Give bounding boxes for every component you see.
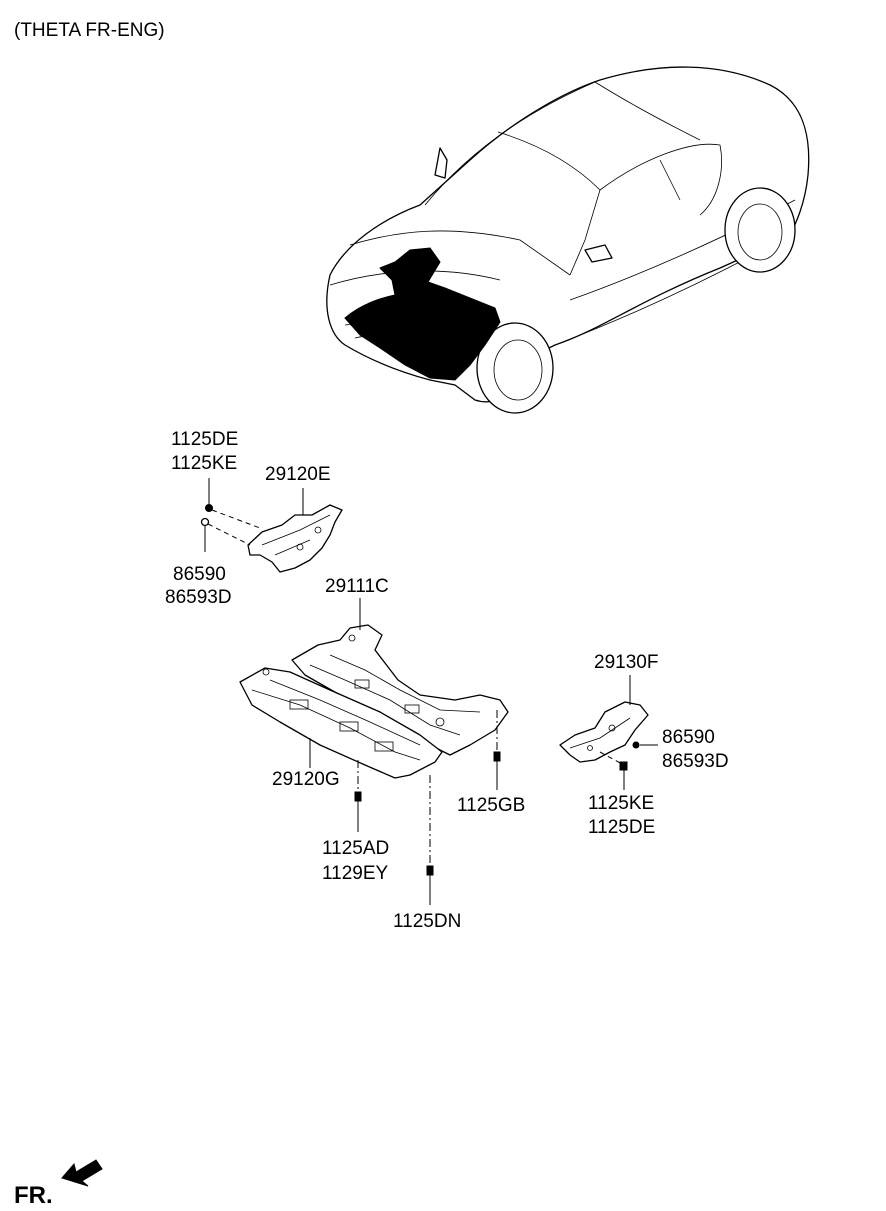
label-bolt-1125ad: 1125AD [322, 838, 389, 859]
front-direction-label: FR. [14, 1182, 53, 1209]
label-bolt-1129ey: 1129EY [322, 863, 389, 884]
clip-left-86590 [200, 517, 210, 552]
label-clip-left-86590: 86590 [173, 564, 226, 585]
label-bolt-1125dn: 1125DN [393, 911, 461, 932]
label-bolt-right-1125de: 1125DE [588, 817, 655, 838]
label-center-cover-29111c: 29111C [325, 576, 389, 597]
label-bolt-right-1125ke: 1125KE [588, 793, 654, 814]
bolt-1125dn [426, 775, 434, 905]
label-bolt-left-1125ke: 1125KE [171, 453, 237, 474]
label-bracket-29130f: 29130F [594, 652, 658, 673]
label-clip-right-86593d: 86593D [662, 751, 729, 772]
right-bracket-29130f [559, 701, 649, 763]
engine-note: (THETA FR-ENG) [14, 20, 165, 41]
label-bolt-1125gb: 1125GB [457, 795, 525, 816]
label-clip-right-86590: 86590 [662, 727, 715, 748]
bolt-right-1125ke [599, 751, 628, 790]
bolt-1125gb [493, 710, 501, 790]
bolt-1125ad [354, 760, 362, 832]
bolt-left-1125de [205, 478, 213, 512]
left-bracket-29120e [247, 504, 343, 573]
label-front-cover-29120g: 29120G [272, 769, 340, 790]
car-illustration [326, 66, 810, 414]
front-cover-29120g [239, 667, 443, 779]
label-bolt-left-1125de: 1125DE [171, 429, 238, 450]
label-clip-left-86593d: 86593D [165, 587, 232, 608]
clip-right-86590 [632, 741, 658, 749]
label-bracket-29120e: 29120E [265, 464, 331, 485]
front-direction-arrow-icon [61, 1159, 103, 1187]
